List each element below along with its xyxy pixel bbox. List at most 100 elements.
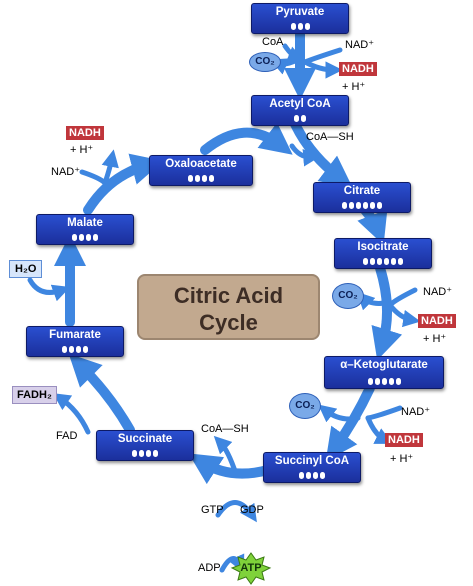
arrow-co2-aketo: [318, 404, 361, 423]
box-citrate: Citrate: [313, 182, 411, 213]
gtp-label: GTP: [201, 504, 224, 516]
carbon-dot: [395, 378, 401, 385]
arrow-adp-atp: [219, 553, 245, 573]
carbon-dots-malate: [37, 234, 133, 241]
carbon-dot: [297, 23, 303, 30]
arrow-gtp-gdp: [215, 500, 257, 523]
carbon-dot: [86, 234, 91, 241]
arrow-nadh-malate: [101, 149, 119, 186]
carbon-dot: [342, 202, 347, 209]
carbon-dot: [209, 175, 214, 182]
arrow-malate-to-oxaloacetate: [83, 153, 164, 215]
carbon-dot: [398, 258, 403, 265]
carbon-dot: [377, 258, 382, 265]
arrow-nadh-isocitrate: [387, 302, 421, 328]
carbon-dot: [146, 450, 151, 457]
arrow-isocitrate-to-aketoglutarate: [371, 263, 403, 361]
carbon-dot: [388, 378, 394, 385]
carbon-dot: [83, 346, 88, 353]
label-pyruvate: Pyruvate: [275, 6, 325, 18]
carbon-dot: [132, 450, 137, 457]
carbon-dot: [153, 450, 158, 457]
carbon-dot: [290, 23, 296, 30]
arrow-succinate-to-fumarate: [68, 353, 135, 435]
carbon-dot: [367, 378, 373, 385]
carbon-dots-alpha-ketoglutarate: [325, 378, 443, 385]
box-oxaloacetate: Oxaloacetate: [149, 155, 253, 186]
box-malate: Malate: [36, 214, 134, 245]
arrow-nadh-aketo: [365, 415, 393, 444]
label-citrate: Citrate: [343, 185, 381, 197]
nadh-badge-1: NADH: [339, 62, 377, 76]
h-plus-label-3: + H⁺: [390, 453, 414, 465]
arrow-nad-malate: [79, 169, 108, 186]
carbon-dot: [93, 234, 98, 241]
fadh2-box: FADH₂: [12, 386, 57, 404]
co2-bubble-1: CO₂: [249, 52, 281, 72]
coa-label: CoA: [262, 36, 284, 48]
carbon-dots-succinate: [97, 450, 193, 457]
carbon-dots-fumarate: [27, 346, 123, 353]
label-fumarate: Fumarate: [49, 329, 101, 341]
arrow-h2o-in: [27, 277, 71, 302]
carbon-dot: [356, 202, 361, 209]
carbon-dot: [363, 258, 368, 265]
arrow-coa-sh-out: [289, 143, 321, 167]
fad-label: FAD: [56, 430, 78, 442]
carbon-dot: [195, 175, 200, 182]
title-line-1: Citric Acid: [173, 283, 284, 308]
arrow-citrate-to-isocitrate: [357, 205, 388, 245]
carbon-dot: [313, 472, 318, 479]
carbon-dot: [374, 378, 380, 385]
h-plus-label-1: + H⁺: [342, 81, 366, 93]
nad-label-2: NAD⁺: [423, 286, 453, 298]
carbon-dot: [370, 202, 375, 209]
nad-label-3: NAD⁺: [401, 406, 431, 418]
arrow-nad-isocitrate: [387, 287, 418, 308]
carbon-dot: [76, 346, 81, 353]
carbon-dots-acetyl-coa: [252, 115, 348, 122]
carbon-dot: [370, 258, 375, 265]
box-pyruvate: Pyruvate: [251, 3, 349, 34]
carbon-dot: [349, 202, 354, 209]
carbon-dot: [188, 175, 193, 182]
arrow-oxaloacetate-to-citrate: [200, 122, 293, 155]
box-succinate: Succinate: [96, 430, 194, 461]
co2-bubble-3: CO₂: [289, 393, 321, 419]
carbon-dots-succinyl-coa: [264, 472, 360, 479]
co2-bubble-2: CO₂: [332, 283, 364, 309]
carbon-dot: [301, 115, 306, 122]
carbon-dot: [306, 472, 311, 479]
arrow-coa-in: [282, 43, 306, 63]
arrow-fad-fadh2: [52, 393, 91, 435]
title-line-2: Cycle: [199, 310, 258, 335]
gdp-label: GDP: [240, 504, 264, 516]
adp-label: ADP: [198, 562, 221, 574]
carbon-dot: [139, 450, 144, 457]
nadh-badge-3: NADH: [385, 433, 423, 447]
label-oxaloacetate: Oxaloacetate: [165, 158, 237, 170]
carbon-dot: [62, 346, 67, 353]
label-succinate: Succinate: [117, 433, 173, 445]
atp-label: ATP: [240, 562, 262, 574]
coa-sh-label-1: CoA—SH: [306, 131, 354, 143]
carbon-dot: [72, 234, 77, 241]
arrow-nadh-out: [302, 59, 343, 79]
nadh-badge-malate: NADH: [66, 126, 104, 140]
h-plus-label-malate: + H⁺: [70, 144, 94, 156]
carbon-dot: [377, 202, 382, 209]
carbon-dots-oxaloacetate: [150, 175, 252, 182]
carbon-dot: [294, 115, 299, 122]
nad-label-1: NAD⁺: [345, 39, 375, 51]
label-acetyl-coa: Acetyl CoA: [269, 98, 331, 110]
nadh-badge-2: NADH: [418, 314, 456, 328]
h-plus-label-2: + H⁺: [423, 333, 447, 345]
arrow-nad-aketo: [365, 405, 403, 421]
carbon-dot: [299, 472, 304, 479]
label-malate: Malate: [67, 217, 103, 229]
box-fumarate: Fumarate: [26, 326, 124, 357]
arrow-co2-isocitrate: [356, 291, 388, 311]
box-succinyl-coa: Succinyl CoA: [263, 452, 361, 483]
